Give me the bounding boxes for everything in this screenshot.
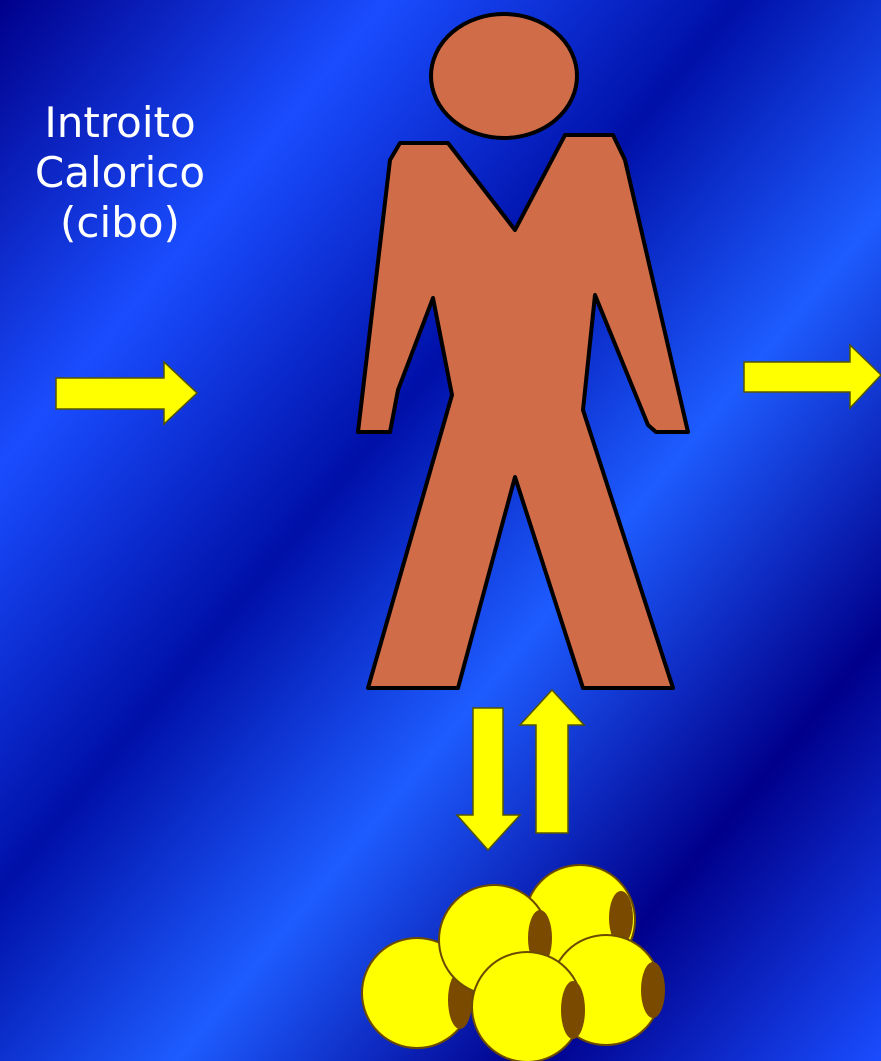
fat-cell-nucleus	[641, 962, 665, 1018]
caloric-intake-label-line-2: Calorico	[0, 148, 240, 198]
person-head	[431, 14, 577, 138]
caloric-intake-label-line-3: (cibo)	[0, 198, 240, 248]
fat-cell-nucleus	[561, 981, 585, 1039]
caloric-intake-label: Introito Calorico (cibo)	[0, 98, 240, 248]
caloric-intake-label-line-1: Introito	[0, 98, 240, 148]
